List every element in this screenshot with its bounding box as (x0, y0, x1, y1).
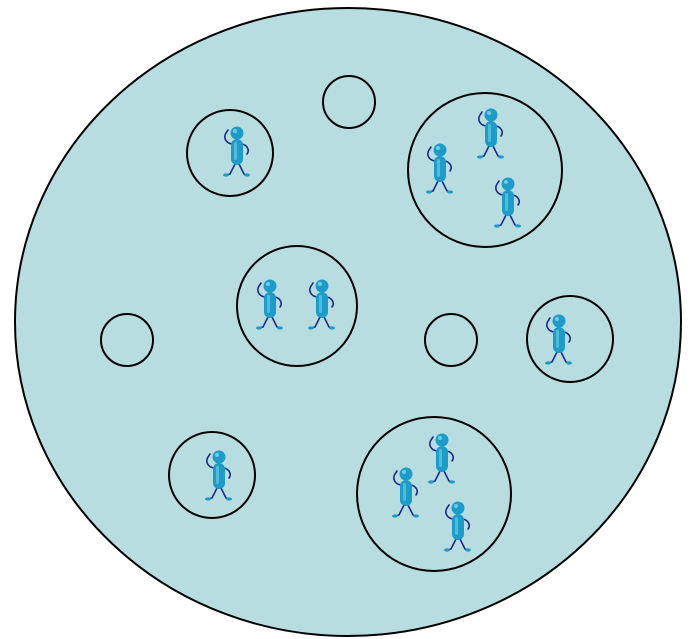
group-circle (168, 431, 256, 519)
group-circle (100, 313, 154, 367)
group-circle (356, 416, 512, 572)
group-circle (186, 109, 274, 197)
group-circle (526, 295, 614, 383)
group-circle (424, 313, 478, 367)
universe-circle (14, 7, 682, 637)
group-circle (236, 245, 358, 367)
group-circle (407, 92, 563, 248)
group-circle (322, 75, 376, 129)
